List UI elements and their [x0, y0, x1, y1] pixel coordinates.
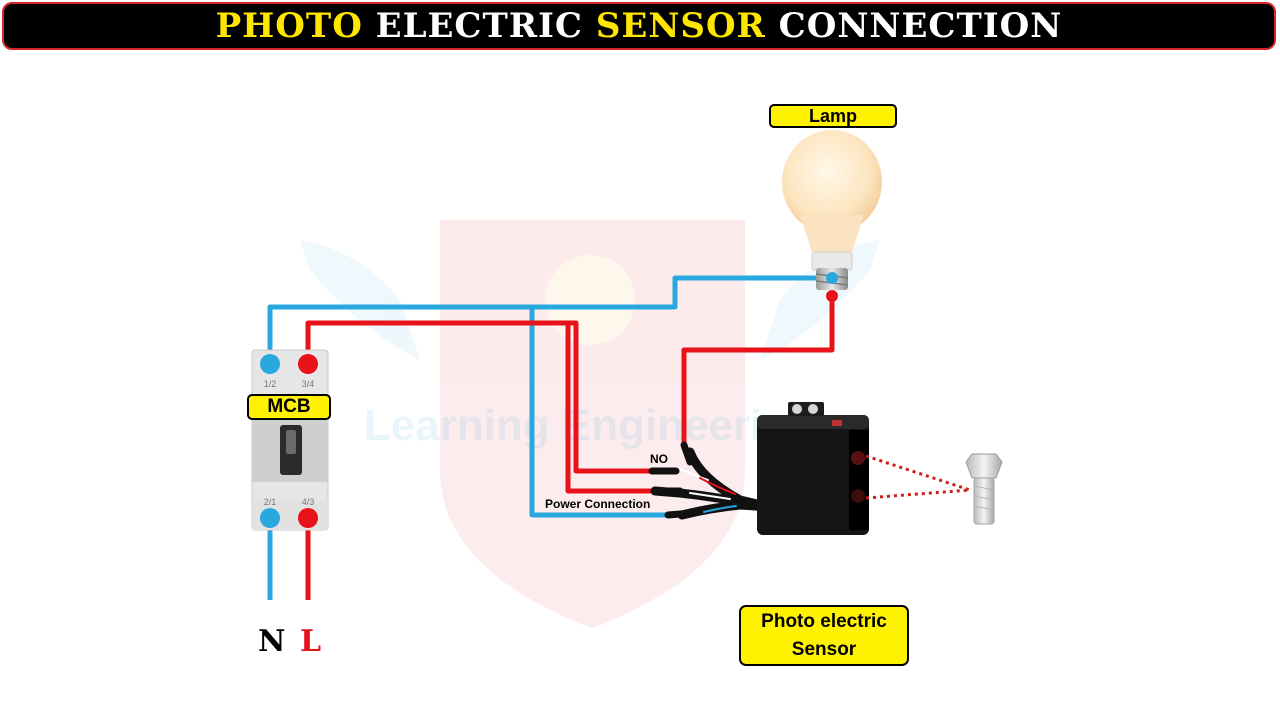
title-word-sensor: SENSOR: [595, 6, 766, 46]
lamp-bulb-icon: [782, 130, 882, 290]
neutral-label: N: [258, 624, 286, 659]
sensor-label-line2: Sensor: [791, 639, 857, 660]
title-bar: PHOTO ELECTRIC SENSOR CONNECTION: [2, 2, 1276, 50]
mcb-terminal-top-left: [260, 354, 280, 374]
mcb-terminal-top-right: [298, 354, 318, 374]
no-wire-label: NO: [650, 452, 668, 466]
title-word-connection: CONNECTION: [778, 6, 1063, 46]
wire-ferrules: [648, 441, 696, 519]
live-label: L: [300, 624, 322, 659]
sensing-beams: [865, 454, 971, 500]
mcb-terminal-bottom-left: [260, 508, 280, 528]
sensor-label: Photo electric Sensor: [739, 605, 909, 666]
mcb-terminal-bottom-right: [298, 508, 318, 528]
neutral-wires: [267, 275, 830, 600]
power-connection-label: Power Connection: [545, 497, 651, 511]
live-wires: [305, 296, 835, 600]
mcb-terminal-label-bottom-right: 4/3: [302, 497, 315, 507]
target-bolt-icon: [965, 453, 1003, 525]
lamp-label: Lamp: [769, 104, 897, 128]
watermark-text: Learning Engineering: [364, 401, 816, 450]
mcb-terminal-label-bottom-left: 2/1: [264, 497, 277, 507]
mcb-terminal-label-top-left: 1/2: [264, 379, 277, 389]
mcb-label: MCB: [247, 394, 331, 420]
title-word-electric: ELECTRIC: [375, 6, 583, 46]
photo-sensor-body-icon: [757, 402, 869, 535]
sensor-label-line1: Photo electric: [761, 611, 887, 632]
title-word-photo: PHOTO: [215, 6, 363, 46]
mcb-terminal-label-top-right: 3/4: [302, 379, 315, 389]
lamp-terminal-live: [826, 290, 838, 302]
lamp-terminal-neutral: [826, 272, 838, 284]
